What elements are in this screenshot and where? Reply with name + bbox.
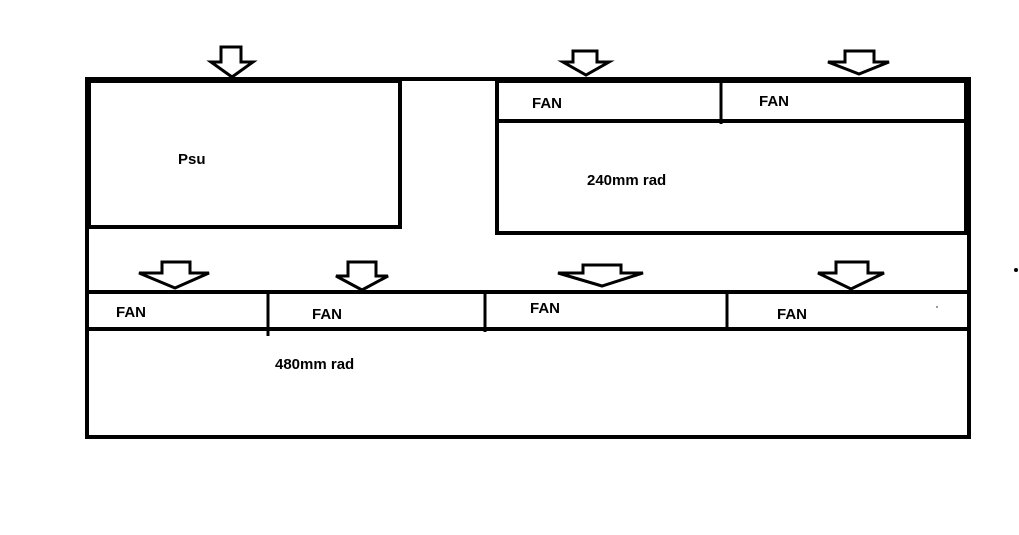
rad-240-box	[495, 79, 968, 235]
case-outline	[85, 77, 971, 439]
stray-dot	[1014, 268, 1018, 272]
down-arrow-icon	[827, 49, 890, 76]
down-arrow-icon	[817, 260, 885, 291]
rad-240-label: 240mm rad	[587, 172, 667, 189]
down-arrow-icon	[557, 49, 615, 77]
down-arrow-icon	[138, 260, 210, 290]
fan-label: FAN	[777, 306, 807, 323]
down-arrow-icon	[557, 263, 644, 288]
psu-box	[87, 79, 402, 229]
rad-480-label: 480mm rad	[275, 356, 355, 373]
down-arrow-icon	[335, 260, 389, 292]
fan-label: FAN	[532, 95, 562, 112]
fan-label: FAN	[116, 304, 146, 321]
fan-label: FAN	[759, 93, 789, 110]
fan-label: FAN	[530, 300, 560, 317]
psu-label: Psu	[178, 151, 206, 168]
fan-label: FAN	[312, 306, 342, 323]
stray-dot	[936, 306, 938, 308]
down-arrow-icon	[206, 45, 258, 79]
